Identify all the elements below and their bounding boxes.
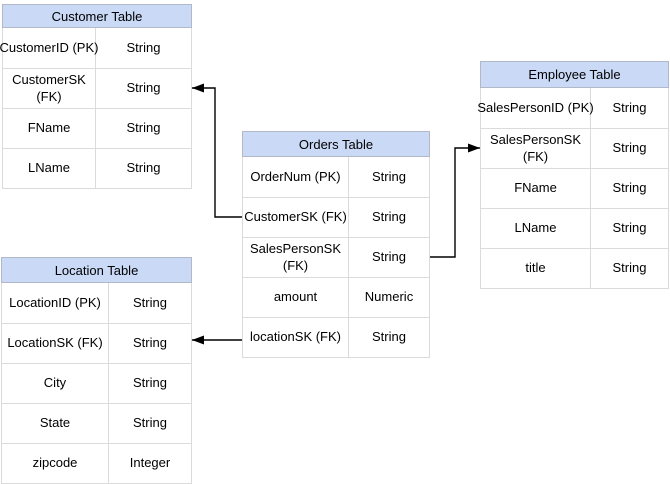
table-row[interactable]: State String: [2, 403, 191, 443]
field-type: String: [612, 260, 647, 276]
customer-table-header[interactable]: Customer Table: [2, 4, 192, 28]
field-name: SalesPersonSK (FK): [481, 129, 591, 168]
table-row[interactable]: CustomerID (PK) String: [0, 28, 191, 68]
field-type: String: [612, 140, 647, 156]
field-name: LocationSK (FK): [2, 324, 109, 363]
employee-table-header[interactable]: Employee Table: [480, 61, 669, 88]
field-type: String: [133, 415, 167, 431]
location-table-body: LocationID (PK) String LocationSK (FK) S…: [1, 283, 192, 484]
orders-table-body: OrderNum (PK) String CustomerSK (FK) Str…: [242, 157, 430, 358]
customer-table[interactable]: Customer Table CustomerID (PK) String Cu…: [0, 4, 192, 189]
field-name: zipcode: [2, 444, 109, 483]
field-name: CustomerSK (FK): [3, 69, 96, 108]
field-name: City: [2, 364, 109, 403]
orders-table-header[interactable]: Orders Table: [242, 131, 430, 157]
field-type: Integer: [129, 455, 171, 471]
field-name: amount: [243, 278, 349, 317]
connector-orders-to-employee[interactable]: [430, 143, 480, 258]
orders-table[interactable]: Orders Table OrderNum (PK) String Custom…: [242, 131, 430, 358]
field-type: String: [372, 209, 406, 225]
table-row[interactable]: locationSK (FK) String: [243, 317, 429, 357]
employee-table-body: SalesPersonID (PK) String SalesPersonSK …: [477, 88, 669, 289]
table-row[interactable]: FName String: [3, 108, 191, 148]
table-row[interactable]: SalesPersonSK (FK) String: [243, 237, 429, 277]
field-name: CustomerSK (FK): [243, 198, 349, 237]
field-name: CustomerID (PK): [0, 28, 98, 68]
table-row[interactable]: SalesPersonID (PK) String: [477, 88, 668, 128]
field-type: String: [126, 39, 161, 55]
location-table-header[interactable]: Location Table: [1, 257, 192, 283]
table-row[interactable]: LocationSK (FK) String: [2, 323, 191, 363]
field-type: String: [126, 160, 161, 176]
field-type: String: [133, 294, 167, 310]
field-name: SalesPersonSK (FK): [243, 238, 349, 277]
table-row[interactable]: OrderNum (PK) String: [243, 157, 429, 197]
field-name: LocationID (PK): [2, 283, 109, 323]
location-table[interactable]: Location Table LocationID (PK) String Lo…: [1, 257, 192, 484]
field-name: State: [2, 404, 109, 443]
field-type: String: [133, 375, 167, 391]
field-type: String: [612, 180, 647, 196]
field-name: SalesPersonID (PK): [477, 88, 594, 128]
table-row[interactable]: LocationID (PK) String: [2, 283, 191, 323]
field-name: FName: [481, 169, 591, 208]
field-type: String: [372, 168, 406, 184]
field-type: String: [126, 120, 161, 136]
table-row[interactable]: CustomerSK (FK) String: [243, 197, 429, 237]
field-type: String: [133, 335, 167, 351]
field-name: LName: [481, 209, 591, 248]
table-row[interactable]: City String: [2, 363, 191, 403]
field-name: locationSK (FK): [243, 318, 349, 357]
table-row[interactable]: LName String: [481, 208, 668, 248]
field-type: Numeric: [364, 289, 414, 305]
field-name: title: [481, 249, 591, 288]
field-type: String: [372, 329, 406, 345]
field-name: OrderNum (PK): [243, 157, 349, 197]
connector-orders-to-customer[interactable]: [192, 83, 242, 218]
table-row[interactable]: title String: [481, 248, 668, 288]
table-row[interactable]: FName String: [481, 168, 668, 208]
customer-table-body: CustomerID (PK) String CustomerSK (FK) S…: [0, 28, 192, 189]
field-type: String: [612, 220, 647, 236]
table-row[interactable]: SalesPersonSK (FK) String: [481, 128, 668, 168]
table-row[interactable]: zipcode Integer: [2, 443, 191, 483]
field-type: String: [126, 80, 161, 96]
field-name: LName: [3, 149, 96, 188]
field-name: FName: [3, 109, 96, 148]
table-row[interactable]: CustomerSK (FK) String: [3, 68, 191, 108]
employee-table[interactable]: Employee Table SalesPersonID (PK) String…: [477, 61, 669, 289]
table-row[interactable]: amount Numeric: [243, 277, 429, 317]
field-type: String: [612, 99, 647, 115]
field-type: String: [372, 249, 406, 265]
table-row[interactable]: LName String: [3, 148, 191, 188]
